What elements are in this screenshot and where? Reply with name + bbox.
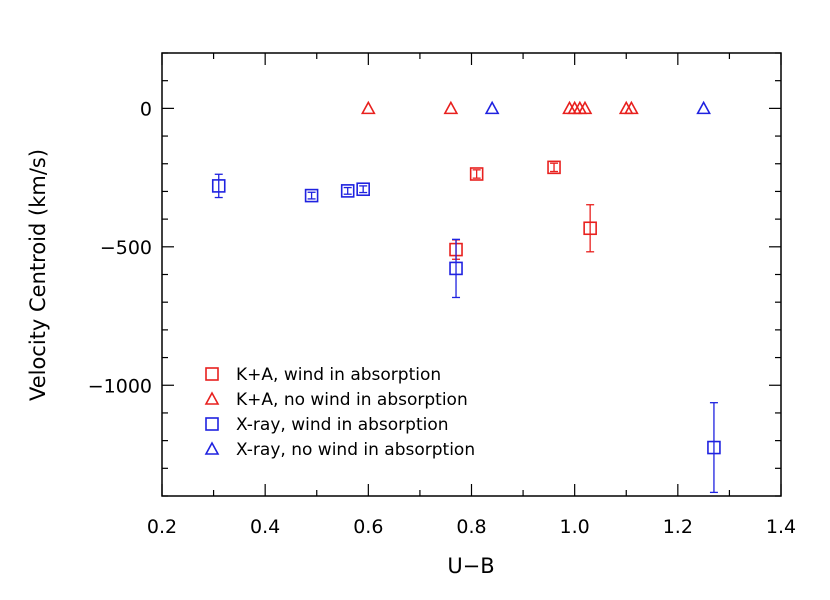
legend-label: K+A, no wind in absorption xyxy=(236,390,468,410)
data-point xyxy=(484,100,500,115)
legend-item: X-ray, no wind in absorption xyxy=(204,440,475,460)
data-point xyxy=(340,184,355,198)
x-tick-label: 0.8 xyxy=(456,516,486,538)
legend-label: X-ray, no wind in absorption xyxy=(236,440,475,460)
y-tick-label: −500 xyxy=(100,237,152,259)
data-points xyxy=(211,100,721,494)
series-k-a-no-wind-in-absorption xyxy=(360,100,639,115)
data-point xyxy=(304,188,319,203)
data-point xyxy=(449,261,463,276)
data-point xyxy=(356,182,370,197)
data-point xyxy=(696,100,711,115)
data-point xyxy=(624,100,639,115)
x-tick-label: 1.2 xyxy=(663,516,693,538)
y-axis-title: Velocity Centroid (km/s) xyxy=(26,149,50,401)
data-point xyxy=(707,440,721,455)
data-point xyxy=(583,221,597,236)
x-tick-label: 1.0 xyxy=(560,516,590,538)
data-point xyxy=(469,167,484,181)
legend-label: X-ray, wind in absorption xyxy=(236,415,449,435)
legend-label: K+A, wind in absorption xyxy=(236,365,441,385)
legend-item: X-ray, wind in absorption xyxy=(205,415,449,435)
y-tick-label: 0 xyxy=(140,98,152,120)
legend-item: K+A, wind in absorption xyxy=(205,365,441,385)
x-tick-labels: 0.2 0.4 0.6 0.8 1.0 1.2 1.4 xyxy=(147,516,796,538)
legend-marker xyxy=(205,417,219,431)
x-tick-label: 0.2 xyxy=(147,516,177,538)
series-k-a-wind-in-absorption xyxy=(449,160,597,260)
series-x-ray-no-wind-in-absorption xyxy=(484,100,711,115)
data-point xyxy=(547,160,561,175)
data-point xyxy=(577,100,593,115)
y-tick-label: −1000 xyxy=(88,375,152,397)
x-tick-label: 1.4 xyxy=(766,516,796,538)
series-x-ray-wind-in-absorption xyxy=(211,173,721,494)
axis-ticks xyxy=(161,52,782,497)
data-point xyxy=(211,179,226,193)
data-point xyxy=(360,100,376,115)
legend-marker xyxy=(205,367,219,381)
x-tick-label: 0.6 xyxy=(353,516,383,538)
x-axis-title: U−B xyxy=(447,554,494,578)
data-point xyxy=(443,100,459,115)
x-tick-label: 0.4 xyxy=(250,516,280,538)
legend-item: K+A, no wind in absorption xyxy=(204,390,468,410)
y-tick-labels: 0 −500 −1000 xyxy=(88,98,152,397)
legend-marker xyxy=(204,391,220,405)
legend-marker xyxy=(204,441,220,455)
